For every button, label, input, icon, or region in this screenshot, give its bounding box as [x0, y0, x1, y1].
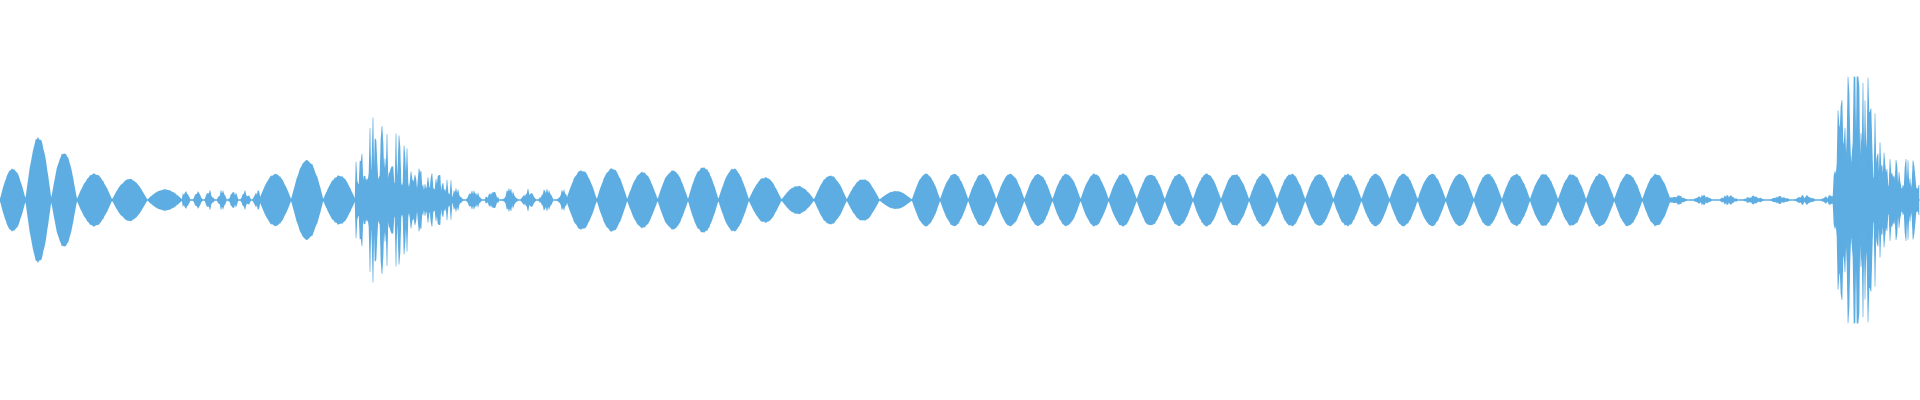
- waveform-fill: [0, 76, 1920, 324]
